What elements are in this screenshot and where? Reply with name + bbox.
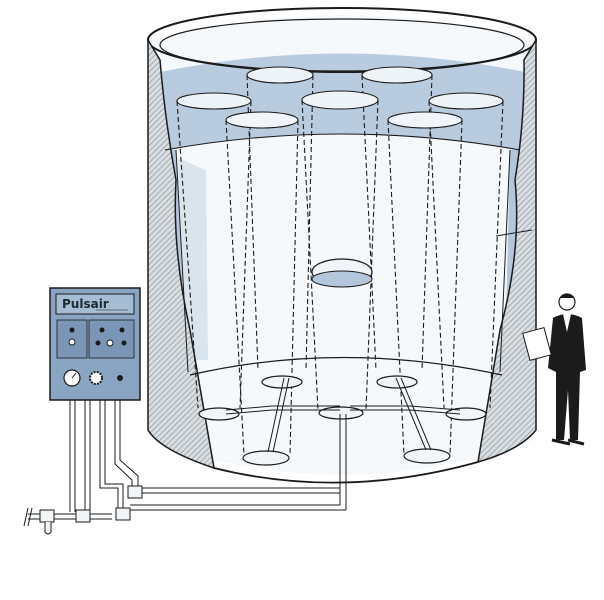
solenoid-valve xyxy=(44,522,52,535)
solenoid-valve xyxy=(127,485,143,499)
external-piping xyxy=(23,400,346,527)
solenoid-valve xyxy=(115,507,131,521)
air-pipe xyxy=(225,405,340,415)
floor-piping xyxy=(225,377,461,510)
solenoid-valve xyxy=(39,509,55,523)
tank-floor xyxy=(189,356,503,376)
air-pipe xyxy=(99,400,124,508)
cylinder-outline xyxy=(225,111,299,129)
indicator-lamp xyxy=(69,327,75,333)
air-pipe xyxy=(350,405,461,415)
tank-side-mark xyxy=(495,229,533,237)
cylinder-outline xyxy=(361,66,433,84)
cylinder-outline xyxy=(489,100,504,409)
indicator-lamp xyxy=(68,338,76,346)
cylinder-outline xyxy=(305,74,314,371)
cylinder-outline xyxy=(387,111,463,129)
person-figure xyxy=(522,293,586,446)
indicator-lamp xyxy=(117,375,123,381)
air-diffuser-plate xyxy=(318,406,364,420)
tank-wall-left xyxy=(147,37,215,470)
tank-rim-inner xyxy=(159,18,525,72)
air-pipe xyxy=(395,377,432,451)
cylinder-outline xyxy=(301,99,319,411)
air-bubble xyxy=(311,258,373,288)
clipboard xyxy=(522,327,552,361)
panel-brand-plate xyxy=(55,293,135,315)
valves xyxy=(39,485,143,535)
control-panel: Pulsair xyxy=(49,287,141,401)
cylinder-outline xyxy=(301,90,379,110)
cylinder-outline xyxy=(246,66,314,84)
air-pipe xyxy=(339,414,347,510)
indicator-lamp xyxy=(106,339,114,347)
air-pipe xyxy=(142,487,340,494)
air-diffuser-plate xyxy=(376,375,418,389)
cylinder-outline xyxy=(176,92,252,110)
solenoid-valve xyxy=(75,509,91,523)
air-diffuser-plate xyxy=(445,407,487,421)
panel-brand: Pulsair xyxy=(62,297,109,311)
cylinder-outline xyxy=(361,74,377,371)
air-pipe xyxy=(84,400,91,512)
cylinders xyxy=(176,66,504,456)
air-pipe xyxy=(114,400,139,490)
indicator-lamp xyxy=(99,327,105,333)
water-line-front xyxy=(164,133,521,151)
air-pipe xyxy=(23,507,33,527)
air-pipe xyxy=(267,377,290,453)
wall-line xyxy=(175,149,189,373)
tank-wall-right xyxy=(477,37,537,464)
cylinder-outline xyxy=(428,100,445,409)
indicator-lamp xyxy=(119,327,125,333)
indicator-group-right xyxy=(88,319,135,359)
air-diffuser-plate xyxy=(198,407,240,421)
cylinder-outline xyxy=(239,100,252,409)
air-pipe xyxy=(69,400,76,512)
cylinder-outline xyxy=(176,100,199,409)
tank-bottom xyxy=(213,461,479,484)
wall-line xyxy=(499,149,511,373)
cylinder-outline xyxy=(365,99,379,411)
air-diffuser-plate xyxy=(403,448,451,464)
air-pipe xyxy=(130,504,346,511)
cylinder-outline xyxy=(428,92,504,110)
indicator-lamp xyxy=(95,340,101,346)
air-diffuser-plate xyxy=(242,450,290,466)
indicator-lamp xyxy=(121,340,127,346)
rotary-knob xyxy=(89,371,103,385)
